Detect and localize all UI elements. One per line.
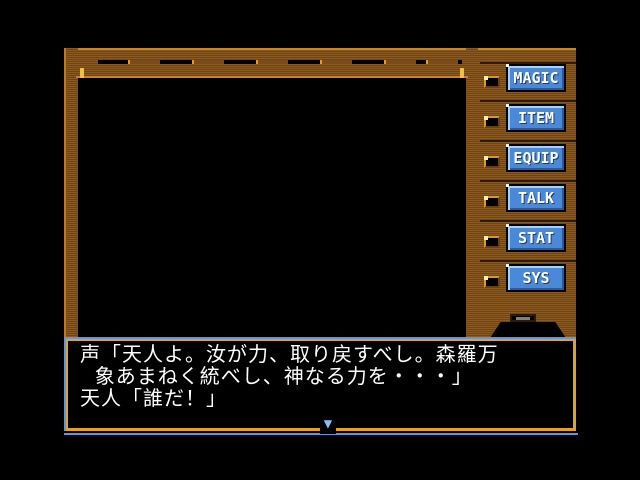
magic-button[interactable]: MAGIC bbox=[506, 64, 566, 92]
sys-button[interactable]: SYS bbox=[506, 264, 566, 292]
command-row-item: ITEM bbox=[480, 98, 576, 138]
panel-divider bbox=[480, 180, 576, 182]
lamp-icon bbox=[484, 116, 500, 128]
command-row-stat: STAT bbox=[480, 218, 576, 258]
panel-divider bbox=[480, 260, 576, 262]
frame-top-notch bbox=[192, 60, 224, 64]
panel-divider bbox=[480, 140, 576, 142]
more-text-arrow-icon[interactable]: ▼ bbox=[320, 414, 336, 434]
panel-slot bbox=[510, 314, 536, 322]
frame-corner-stud bbox=[460, 68, 464, 78]
panel-divider bbox=[480, 100, 576, 102]
panel-divider bbox=[480, 220, 576, 222]
frame-left bbox=[64, 48, 78, 338]
frame-inner-trim bbox=[76, 76, 468, 78]
lamp-icon bbox=[484, 156, 500, 168]
frame-top-notch bbox=[426, 60, 458, 64]
frame-top-notch bbox=[128, 60, 160, 64]
dialog-line: 声「天人よ。汝が力、取り戻すべし。森羅万 bbox=[80, 342, 499, 366]
command-row-equip: EQUIP bbox=[480, 138, 576, 178]
lamp-icon bbox=[484, 76, 500, 88]
dialog-line: 天人「誰だ！」 bbox=[80, 386, 227, 410]
lamp-icon bbox=[484, 236, 500, 248]
command-row-talk: TALK bbox=[480, 178, 576, 218]
panel-divider bbox=[480, 62, 576, 64]
command-row-magic: MAGIC bbox=[480, 58, 576, 98]
panel-arch bbox=[490, 322, 566, 338]
lamp-icon bbox=[484, 276, 500, 288]
talk-button[interactable]: TALK bbox=[506, 184, 566, 212]
frame-corner-stud bbox=[80, 68, 84, 78]
frame-top-notch bbox=[256, 60, 288, 64]
item-button[interactable]: ITEM bbox=[506, 104, 566, 132]
equip-button[interactable]: EQUIP bbox=[506, 144, 566, 172]
frame-right bbox=[466, 48, 480, 338]
dialog-text: 声「天人よ。汝が力、取り戻すべし。森羅万 象あまねく統べし、神なる力を・・・」天… bbox=[80, 343, 499, 409]
frame-top-notch bbox=[320, 60, 352, 64]
dialog-line: 象あまねく統べし、神なる力を・・・」 bbox=[80, 364, 473, 388]
scene-viewport bbox=[78, 78, 466, 338]
lamp-icon bbox=[484, 196, 500, 208]
frame-top-notch bbox=[384, 60, 416, 64]
stat-button[interactable]: STAT bbox=[506, 224, 566, 252]
command-row-sys: SYS bbox=[480, 258, 576, 298]
